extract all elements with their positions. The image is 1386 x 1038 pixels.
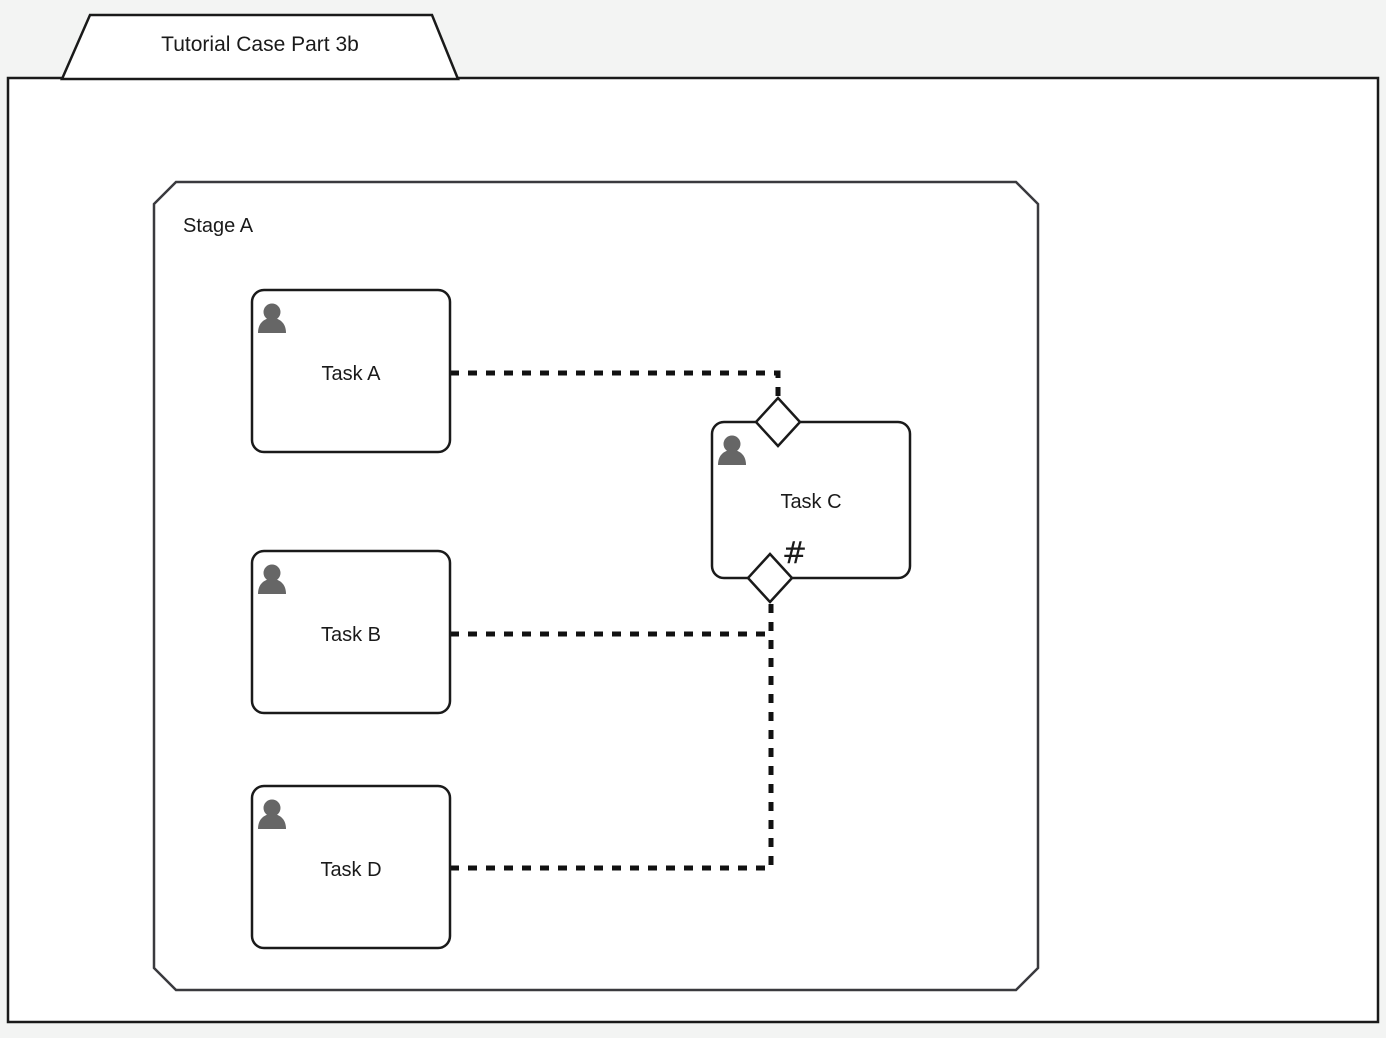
task-c-box[interactable] xyxy=(710,420,912,580)
user-icon xyxy=(718,435,746,465)
task-a-box[interactable] xyxy=(250,288,452,454)
connector-task-d-to-task-c[interactable] xyxy=(450,634,774,871)
task-node-task-a[interactable] xyxy=(250,288,452,454)
user-icon xyxy=(258,799,286,829)
task-node-task-b[interactable] xyxy=(250,549,452,715)
task-node-task-c[interactable] xyxy=(710,396,912,604)
user-icon xyxy=(258,303,286,333)
port-diamond-top[interactable] xyxy=(754,396,802,448)
task-node-task-d[interactable] xyxy=(250,784,452,950)
user-icon xyxy=(258,564,286,594)
connector-task-a-to-task-c[interactable] xyxy=(450,370,781,398)
connector-layer xyxy=(450,370,781,871)
task-d-box[interactable] xyxy=(250,784,452,950)
task-b-box[interactable] xyxy=(250,549,452,715)
port-diamond-bottom[interactable] xyxy=(746,552,794,604)
diagram-title-tab[interactable] xyxy=(60,13,460,81)
connector-task-b-to-task-c[interactable] xyxy=(450,602,774,637)
